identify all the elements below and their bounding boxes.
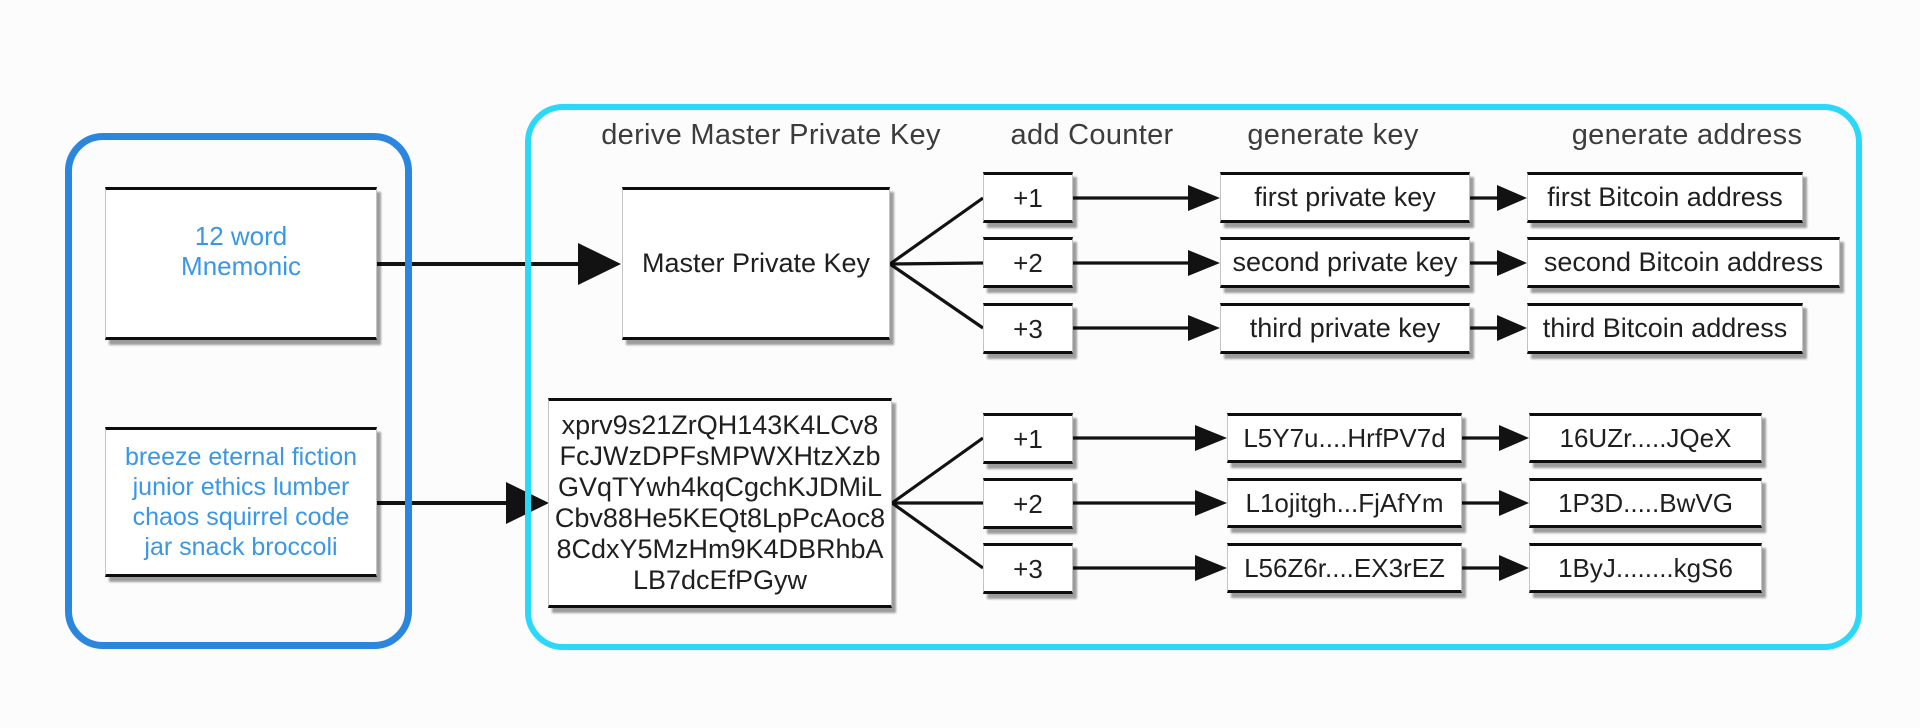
address-value-box-second: 1P3D.....BwVG: [1529, 478, 1762, 528]
xprv-line: GVqTYwh4kqCgchKJDMiL: [557, 472, 883, 502]
counter-box-plus1-top: +1: [983, 172, 1073, 223]
counter-box-plus2-top: +2: [983, 237, 1073, 288]
address-value-box-third: 1ByJ........kgS6: [1529, 543, 1762, 593]
arrows-counter-to-key-bottom: [1073, 425, 1227, 581]
counter-label: +3: [1013, 553, 1043, 584]
mnemonic-box: 12 word Mnemonic: [105, 187, 377, 340]
master-private-key-label: Master Private Key: [641, 248, 871, 278]
master-private-key-box: Master Private Key: [622, 187, 890, 340]
wif-key-label: L1ojitgh...FjAfYm: [1245, 488, 1444, 518]
counter-box-plus2-bottom: +2: [983, 478, 1073, 529]
mnemonic-line: Mnemonic: [181, 250, 301, 281]
counter-label: +2: [1013, 247, 1043, 278]
bitcoin-address-box-first: first Bitcoin address: [1527, 172, 1803, 223]
seed-words-line: junior ethics lumber: [132, 473, 350, 501]
process-panel: [525, 104, 1862, 650]
address-value-label: 1ByJ........kgS6: [1558, 553, 1733, 583]
address-value-label: 16UZr.....JQeX: [1559, 423, 1732, 453]
address-value-label: 1P3D.....BwVG: [1558, 488, 1733, 518]
wif-key-label: L56Z6r....EX3rEZ: [1244, 553, 1445, 583]
bitcoin-address-label: first Bitcoin address: [1547, 182, 1783, 212]
fan-master-to-counters: [889, 196, 984, 330]
xprv-line: 8CdxY5MzHm9K4DBRhbA: [556, 534, 884, 564]
private-key-box-third: third private key: [1220, 303, 1470, 354]
wif-key-box-third: L56Z6r....EX3rEZ: [1227, 543, 1462, 593]
seed-words-box: breeze eternal fiction junior ethics lum…: [105, 427, 377, 577]
private-key-label: second private key: [1232, 247, 1458, 277]
private-key-box-first: first private key: [1220, 172, 1470, 223]
counter-box-plus1-bottom: +1: [983, 413, 1073, 464]
bitcoin-address-box-third: third Bitcoin address: [1527, 303, 1803, 354]
private-key-label: first private key: [1254, 182, 1436, 212]
seed-words-line: breeze eternal fiction: [124, 443, 358, 471]
seed-words-line: chaos squirrel code: [132, 503, 350, 531]
input-panel: [65, 133, 412, 649]
seed-words-line: jar snack broccoli: [144, 533, 338, 561]
column-header-add-counter: add Counter: [1010, 119, 1174, 151]
counter-label: +3: [1013, 313, 1043, 344]
wif-key-label: L5Y7u....HrfPV7d: [1243, 423, 1446, 453]
xprv-line: xprv9s21ZrQH143K4LCv8: [561, 410, 879, 440]
column-header-derive-master-private-key: derive Master Private Key: [601, 119, 941, 151]
xprv-line: LB7dcEfPGyw: [632, 565, 808, 595]
column-header-generate-key: generate key: [1247, 119, 1419, 151]
xprv-line: FcJWzDPFsMPWXHtzXzb: [559, 441, 881, 471]
address-value-box-first: 16UZr.....JQeX: [1529, 413, 1762, 463]
private-key-label: third private key: [1249, 313, 1441, 343]
xprv-line: Cbv88He5KEQt8LpPcAoc8: [554, 503, 886, 533]
bitcoin-address-label: third Bitcoin address: [1542, 313, 1788, 343]
wif-key-box-first: L5Y7u....HrfPV7d: [1227, 413, 1462, 463]
xprv-master-key-box: xprv9s21ZrQH143K4LCv8 FcJWzDPFsMPWXHtzXz…: [548, 398, 892, 608]
counter-label: +1: [1013, 182, 1043, 213]
bitcoin-address-box-second: second Bitcoin address: [1527, 237, 1840, 288]
mnemonic-line: 12 word: [194, 220, 288, 251]
counter-box-plus3-bottom: +3: [983, 543, 1073, 594]
counter-box-plus3-top: +3: [983, 303, 1073, 354]
fan-xprv-to-counters: [891, 436, 984, 570]
counter-label: +2: [1013, 488, 1043, 519]
arrows-key-to-address-bottom: [1462, 425, 1529, 581]
bitcoin-address-label: second Bitcoin address: [1543, 247, 1824, 277]
column-header-generate-address: generate address: [1571, 119, 1803, 151]
arrows-key-to-address-top: [1470, 185, 1527, 341]
arrows-counter-to-key-top: [1073, 185, 1220, 341]
private-key-box-second: second private key: [1220, 237, 1470, 288]
counter-label: +1: [1013, 423, 1043, 454]
wif-key-box-second: L1ojitgh...FjAfYm: [1227, 478, 1462, 528]
